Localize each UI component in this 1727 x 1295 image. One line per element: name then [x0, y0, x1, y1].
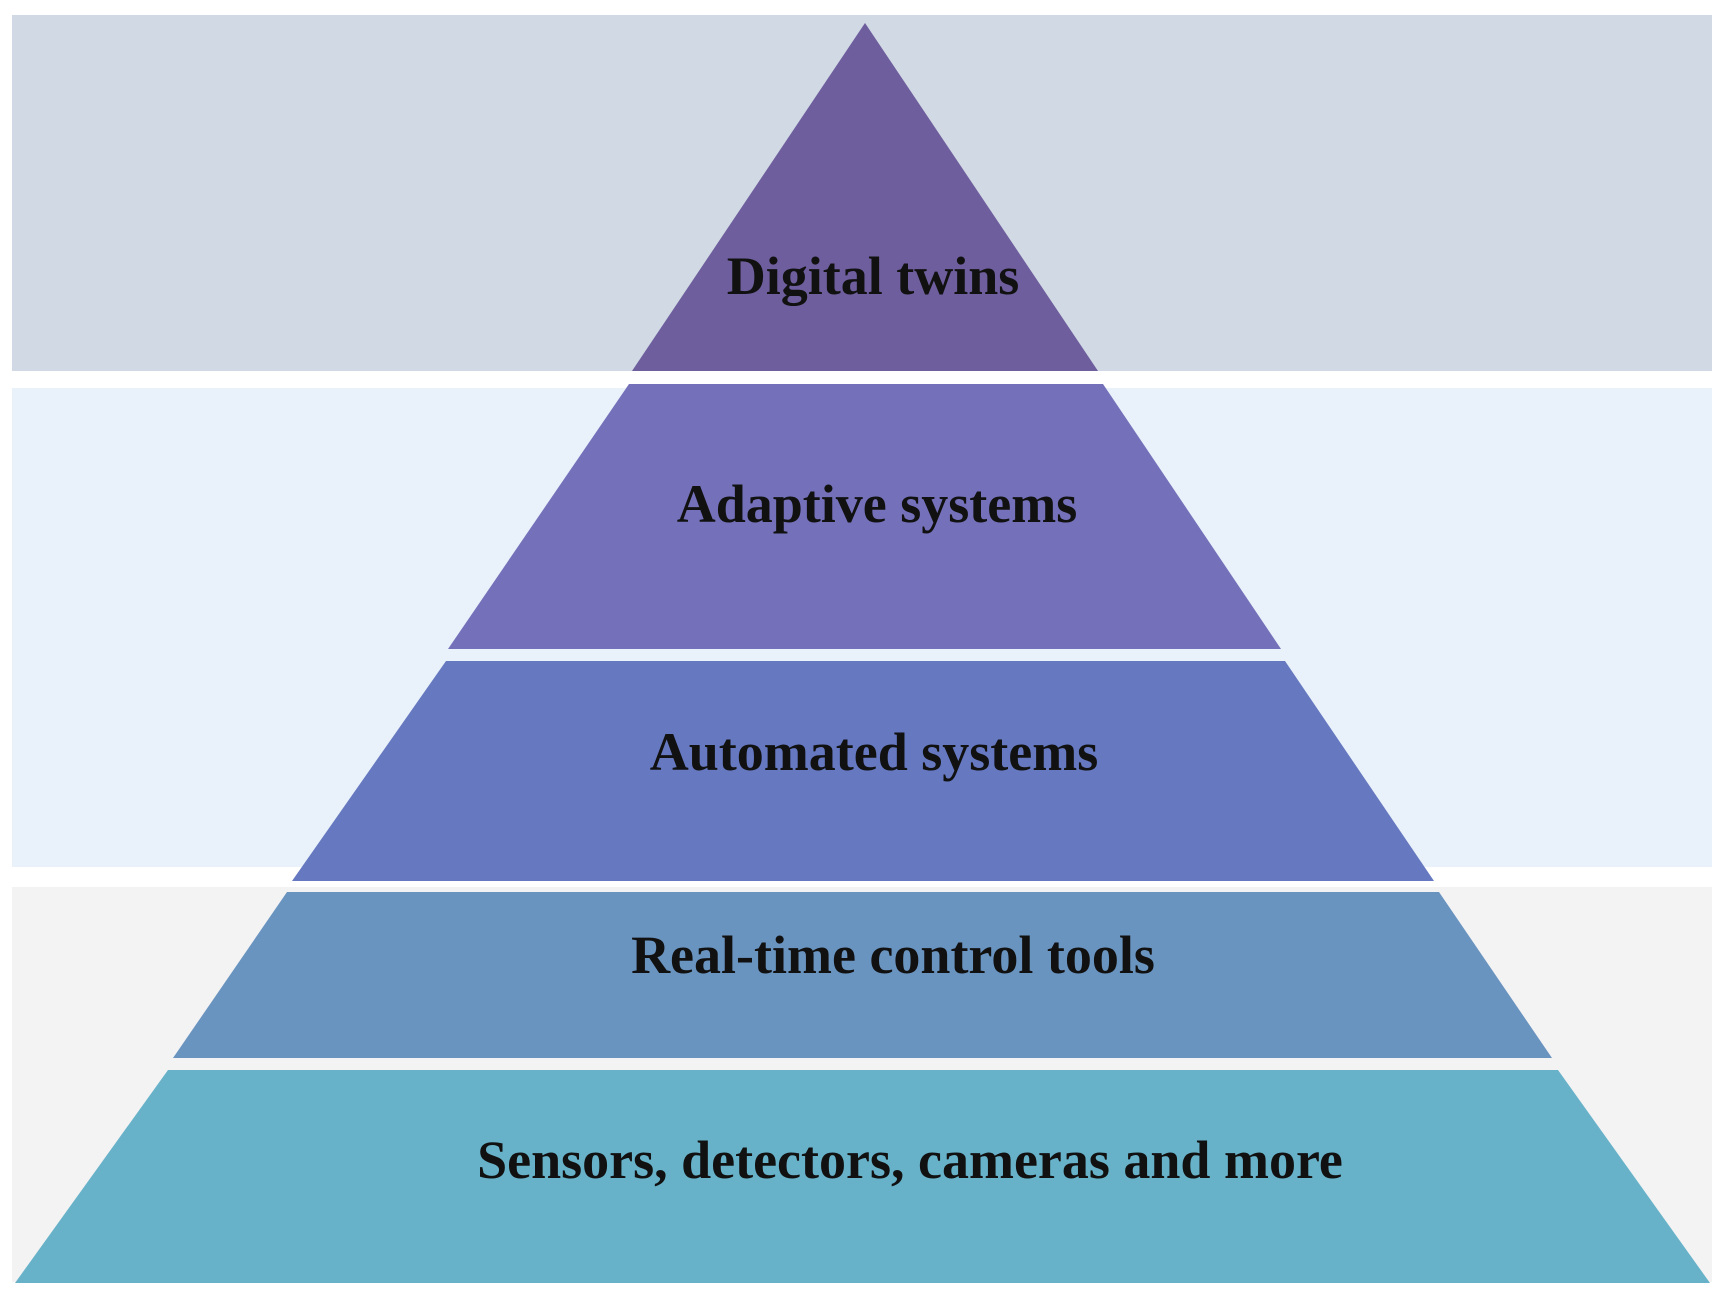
pyramid-layer-automated-systems: [292, 661, 1434, 881]
pyramid-layer-digital-twins: [632, 23, 1098, 371]
pyramid-layer-adaptive-systems: [448, 384, 1281, 649]
layer-label-adaptive-systems: Adaptive systems: [677, 474, 1078, 534]
pyramid-layer-real-time-control-tools: [173, 892, 1552, 1058]
layer-label-sensors: Sensors, detectors, cameras and more: [477, 1130, 1343, 1190]
layer-label-real-time-control-tools: Real-time control tools: [631, 925, 1155, 985]
layer-label-automated-systems: Automated systems: [650, 722, 1098, 782]
layer-label-digital-twins: Digital twins: [727, 246, 1020, 306]
pyramid-layer-sensors: [15, 1070, 1710, 1283]
